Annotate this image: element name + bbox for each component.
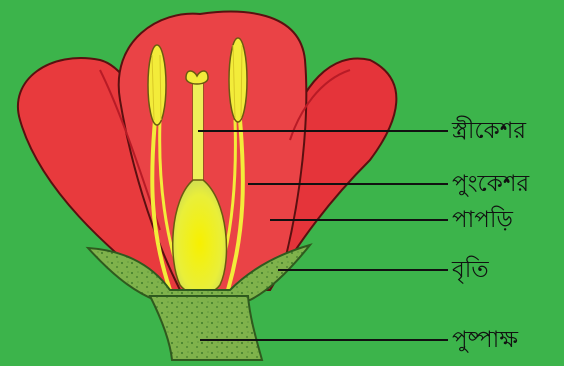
- label-sepal: বৃতি: [452, 256, 489, 284]
- label-pistil: স্ত্রীকেশর: [452, 117, 526, 145]
- label-receptacle: পুষ্পাক্ষ: [452, 326, 518, 354]
- label-stamen: পুংকেশর: [452, 170, 529, 198]
- label-petal: পাপড়ি: [452, 206, 513, 234]
- anther-right: [229, 38, 247, 122]
- receptacle: [150, 296, 262, 360]
- anther-left: [148, 45, 166, 125]
